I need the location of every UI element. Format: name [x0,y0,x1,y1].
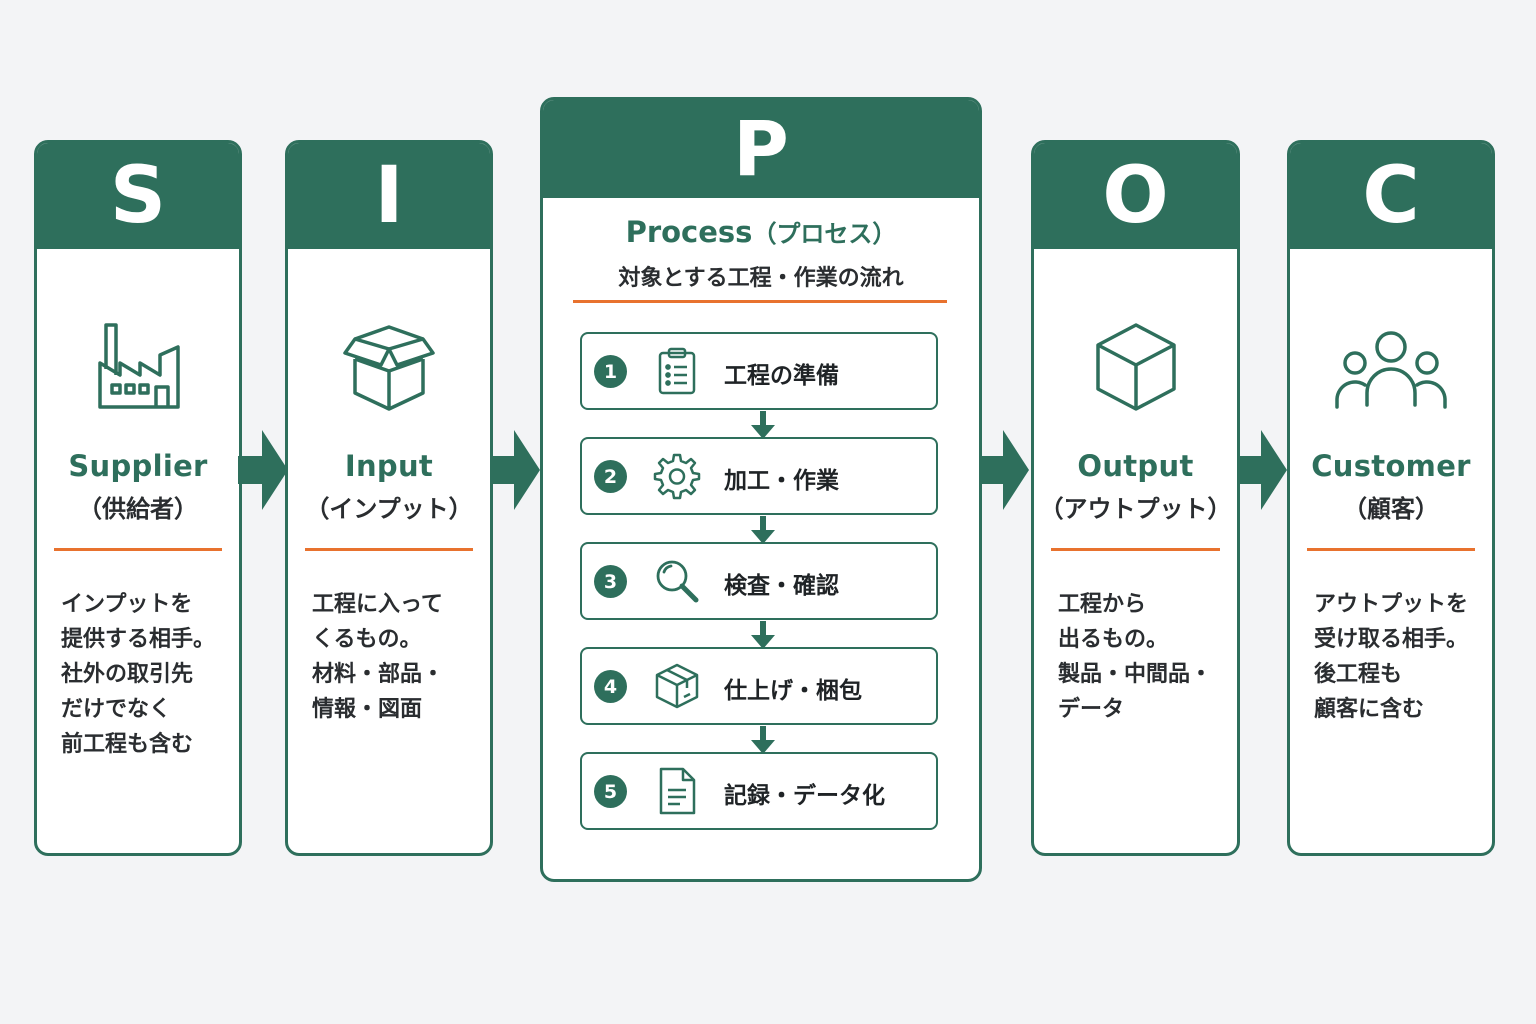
supplier-desc-line: 社外の取引先 [61,662,194,687]
supplier-desc-line: だけでなく [61,697,172,722]
magnifier-icon [652,556,702,606]
process-step-3: 3 検査・確認 [580,542,938,620]
package-icon [652,661,702,711]
customer-desc-line: 受け取る相手。 [1314,627,1469,652]
down-arrow-icon [751,726,775,754]
customer-letter: C [1290,143,1492,249]
step-label: 仕上げ・梱包 [724,678,862,704]
input-divider [305,548,473,551]
step-number-badge: 2 [594,460,627,493]
customer-title: Customer [1311,449,1471,483]
supplier-subtitle: （供給者） [78,495,198,523]
flow-arrow-icon [979,430,1029,510]
process-step-4: 4 仕上げ・梱包 [580,647,938,725]
step-label: 記録・データ化 [724,783,885,809]
supplier-letter: S [37,143,239,249]
customer-description: アウトプットを 受け取る相手。 後工程も 顧客に含む [1314,587,1484,727]
input-letter: I [288,143,490,249]
factory-icon [37,319,239,415]
process-title: Process（プロセス） [543,214,979,249]
customer-column: C Customer （顧客） アウトプットを 受け取る相手。 後工程も 顧客に… [1287,140,1495,856]
process-step-2: 2 加工・作業 [580,437,938,515]
supplier-divider [54,548,222,551]
input-title: Input [344,449,434,483]
supplier-desc-line: 提供する相手。 [61,627,216,652]
step-label: 加工・作業 [724,468,839,494]
input-column: I Input （インプット） 工程に入って くるもの。 材料・部品・ 情報・図… [285,140,493,856]
process-letter: P [543,100,979,198]
input-desc-line: 工程に入って [312,592,443,617]
supplier-column: S Supplier （供給者） インプットを 提供する相手。 社外の取引先 だ… [34,140,242,856]
input-description: 工程に入って くるもの。 材料・部品・ 情報・図面 [312,587,482,727]
step-label: 工程の準備 [724,363,839,389]
process-title-jp: （プロセス） [752,220,897,248]
step-number-badge: 3 [594,565,627,598]
process-step-5: 5 記録・データ化 [580,752,938,830]
output-desc-line: 製品・中間品・ [1058,662,1213,687]
output-desc-line: データ [1058,697,1125,722]
down-arrow-icon [751,516,775,544]
customer-desc-line: 後工程も [1314,662,1403,687]
supplier-desc-line: インプットを [61,592,193,617]
output-desc-line: 出るもの。 [1058,627,1169,652]
process-step-1: 1 工程の準備 [580,332,938,410]
customer-desc-line: 顧客に含む [1314,697,1425,722]
step-number-badge: 4 [594,670,627,703]
down-arrow-icon [751,411,775,439]
output-subtitle: （アウトプット） [1039,495,1232,523]
open-box-icon [288,319,490,415]
input-desc-line: 材料・部品・ [312,662,445,687]
customer-divider [1307,548,1475,551]
supplier-desc-line: 前工程も含む [61,732,194,757]
supplier-title: Supplier [68,449,208,483]
customer-desc-line: アウトプットを [1314,592,1469,617]
output-title: Output [1077,449,1194,483]
flow-arrow-icon [1237,430,1287,510]
customer-subtitle: （顧客） [1343,495,1439,523]
input-desc-line: 情報・図面 [312,697,423,722]
gear-icon [652,451,702,501]
flow-arrow-icon [238,430,288,510]
output-description: 工程から 出るもの。 製品・中間品・ データ [1058,587,1229,727]
output-letter: O [1034,143,1237,249]
output-desc-line: 工程から [1058,592,1147,617]
document-icon [652,766,702,816]
flow-arrow-icon [490,430,540,510]
input-subtitle: （インプット） [305,495,473,523]
output-column: O Output （アウトプット） 工程から 出るもの。 製品・中間品・ データ [1031,140,1240,856]
process-column: P Process（プロセス） 対象とする工程・作業の流れ 1 工程の準備 2 [540,97,982,882]
people-group-icon [1290,319,1492,415]
supplier-description: インプットを 提供する相手。 社外の取引先 だけでなく 前工程も含む [61,587,231,762]
cube-icon [1034,319,1237,415]
step-label: 検査・確認 [724,573,839,599]
process-divider [573,300,947,303]
input-desc-line: くるもの。 [312,627,422,652]
step-number-badge: 1 [594,355,627,388]
down-arrow-icon [751,621,775,649]
process-title-en: Process [625,215,753,249]
step-number-badge: 5 [594,775,627,808]
process-subtitle: 対象とする工程・作業の流れ [618,266,904,291]
clipboard-list-icon [652,346,702,396]
output-divider [1051,548,1220,551]
